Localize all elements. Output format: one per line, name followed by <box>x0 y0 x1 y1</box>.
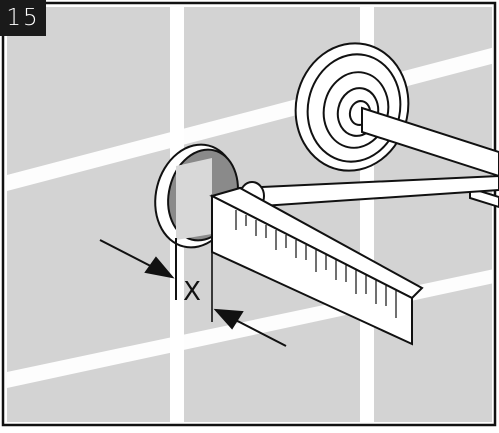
step-number-badge: 15 <box>0 0 46 36</box>
dimension-x-label: X <box>183 277 201 307</box>
measuring-ruler <box>209 186 424 346</box>
dimension-markers <box>99 238 287 347</box>
towel-bar <box>361 106 499 209</box>
